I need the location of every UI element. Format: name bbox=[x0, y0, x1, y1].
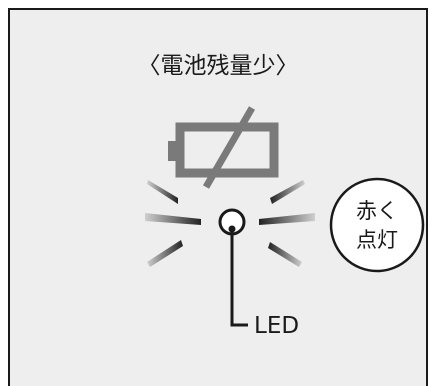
bubble-line-2: 点灯 bbox=[356, 228, 398, 252]
lit-red-bubble: 赤く 点灯 bbox=[329, 177, 425, 273]
battery-empty-slashed-icon bbox=[168, 106, 279, 189]
light-ray-icon bbox=[259, 180, 315, 267]
led-leader-line bbox=[230, 229, 248, 327]
led-diagram: LED 赤く 点灯 bbox=[145, 106, 425, 339]
light-ray-icon bbox=[145, 180, 201, 267]
bubble-line-1: 赤く bbox=[356, 199, 398, 223]
led-label: LED bbox=[254, 313, 299, 339]
battery-low-title: 〈電池残量少〉 bbox=[137, 53, 299, 79]
